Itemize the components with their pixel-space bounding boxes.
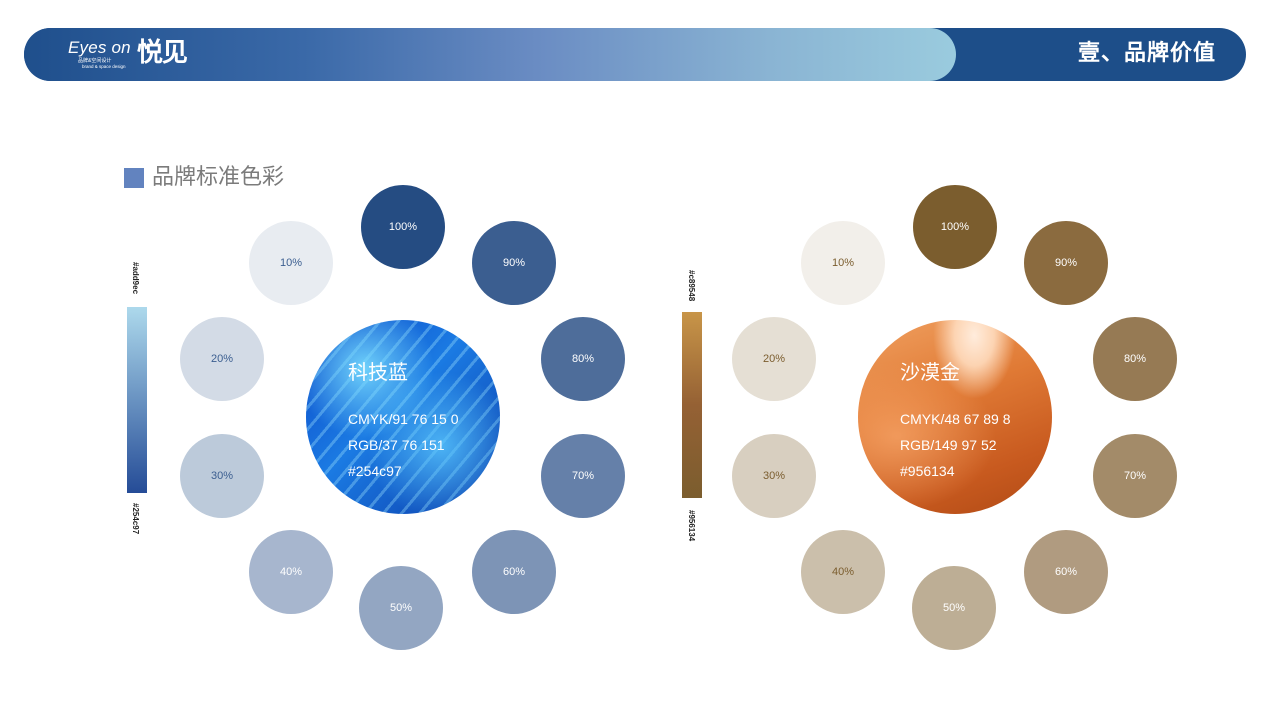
main-color-circle-gold: 沙漠金 CMYK/48 67 89 8 RGB/149 97 52 #95613… xyxy=(858,320,1052,514)
tint-label: 10% xyxy=(831,257,855,269)
tint-circle-30: 30% xyxy=(732,434,816,518)
tint-label: 80% xyxy=(1123,353,1147,365)
tint-label: 70% xyxy=(1123,470,1147,482)
header-gradient xyxy=(24,28,956,81)
tint-label: 90% xyxy=(502,257,526,269)
tint-label: 100% xyxy=(388,221,418,233)
tint-circle-90: 90% xyxy=(472,221,556,305)
tint-label: 30% xyxy=(210,470,234,482)
tint-circle-70: 70% xyxy=(541,434,625,518)
color-rgb: RGB/149 97 52 xyxy=(900,437,997,453)
gradient-top-label: #c89548 xyxy=(687,270,696,302)
color-cmyk: CMYK/91 76 15 0 xyxy=(348,411,459,427)
section-title: 品牌标准色彩 xyxy=(124,163,284,193)
header-title: 壹、品牌价值 xyxy=(1077,41,1216,66)
tint-circle-60: 60% xyxy=(472,530,556,614)
tint-circle-80: 80% xyxy=(541,317,625,401)
tint-label: 40% xyxy=(279,566,303,578)
tint-circle-50: 50% xyxy=(912,566,996,650)
tint-label: 80% xyxy=(571,353,595,365)
logo-text-cn: 悦见 xyxy=(136,38,188,68)
header-bar: Eyes on 品牌&空间设计 brand & space design 悦见 … xyxy=(24,28,1246,81)
tint-label: 10% xyxy=(279,257,303,269)
section-square-icon xyxy=(124,168,144,188)
logo-subtitle: 品牌&空间设计 xyxy=(78,58,112,64)
gradient-strip xyxy=(127,307,147,493)
color-cmyk: CMYK/48 67 89 8 xyxy=(900,411,1011,427)
section-title-text: 品牌标准色彩 xyxy=(152,165,285,190)
color-hex: #956134 xyxy=(900,463,955,479)
tint-label: 20% xyxy=(762,353,786,365)
tint-circle-40: 40% xyxy=(801,530,885,614)
gradient-bottom-label: #254c97 xyxy=(131,503,140,535)
tint-circle-30: 30% xyxy=(180,434,264,518)
logo-left: Eyes on 品牌&空间设计 brand & space design xyxy=(68,38,131,69)
tint-label: 20% xyxy=(210,353,234,365)
tint-circle-100: 100% xyxy=(913,185,997,269)
tint-circle-20: 20% xyxy=(180,317,264,401)
tint-label: 50% xyxy=(389,602,413,614)
tint-label: 70% xyxy=(571,470,595,482)
tint-label: 50% xyxy=(942,602,966,614)
color-hex: #254c97 xyxy=(348,463,402,479)
tint-circle-100: 100% xyxy=(361,185,445,269)
tint-circle-40: 40% xyxy=(249,530,333,614)
tint-circle-90: 90% xyxy=(1024,221,1108,305)
tint-circle-10: 10% xyxy=(801,221,885,305)
tint-label: 40% xyxy=(831,566,855,578)
tint-circle-80: 80% xyxy=(1093,317,1177,401)
logo-text-en: Eyes on xyxy=(68,38,131,57)
gradient-bottom-label: #956134 xyxy=(687,510,696,542)
color-name: 沙漠金 xyxy=(900,360,960,384)
gradient-strip xyxy=(682,312,702,498)
color-rgb: RGB/37 76 151 xyxy=(348,437,445,453)
tint-circle-20: 20% xyxy=(732,317,816,401)
tint-label: 100% xyxy=(940,221,970,233)
tint-circle-70: 70% xyxy=(1093,434,1177,518)
tint-label: 60% xyxy=(1054,566,1078,578)
tint-label: 30% xyxy=(762,470,786,482)
tint-circle-60: 60% xyxy=(1024,530,1108,614)
main-color-circle-blue: 科技蓝 CMYK/91 76 15 0 RGB/37 76 151 #254c9… xyxy=(306,320,500,514)
tint-circle-10: 10% xyxy=(249,221,333,305)
tint-label: 60% xyxy=(502,566,526,578)
tint-circle-50: 50% xyxy=(359,566,443,650)
gradient-top-label: #add9ec xyxy=(131,262,140,295)
logo-subtitle-en: brand & space design xyxy=(82,64,126,69)
color-name: 科技蓝 xyxy=(348,360,408,384)
logo: Eyes on 品牌&空间设计 brand & space design 悦见 xyxy=(68,38,188,72)
tint-label: 90% xyxy=(1054,257,1078,269)
